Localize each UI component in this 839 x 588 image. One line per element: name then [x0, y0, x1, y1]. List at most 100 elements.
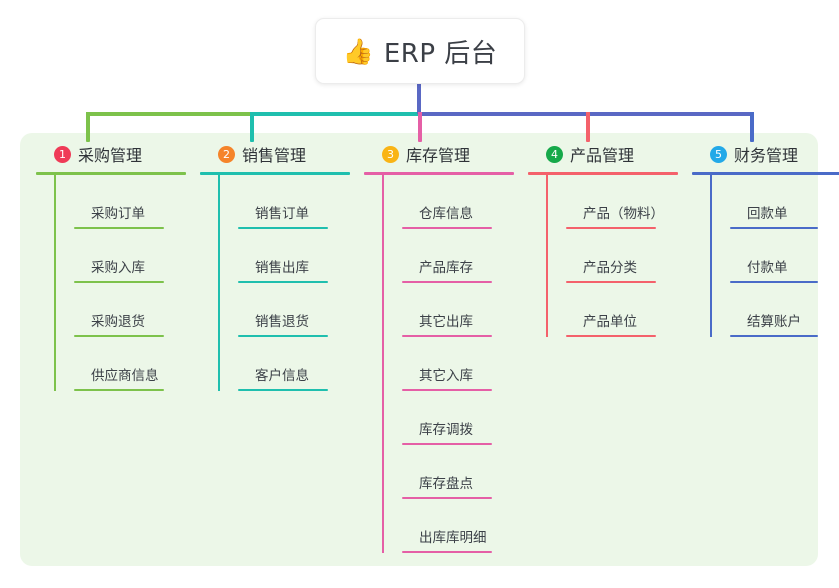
branch-item-label: 付款单 [747, 260, 788, 276]
branch-item-label: 采购入库 [91, 260, 145, 276]
connector-drop-5 [750, 112, 754, 142]
branch-item-underline [74, 389, 164, 391]
branch-item-list: 采购订单采购入库采购退货供应商信息 [36, 175, 186, 391]
root-node-erp-backend[interactable]: 👍 ERP 后台 [315, 18, 525, 84]
branch-number-badge: 1 [54, 145, 71, 163]
branch-item[interactable]: 结算账户 [712, 283, 839, 337]
branch-spine-line [710, 175, 712, 337]
branch-item[interactable]: 采购退货 [56, 283, 186, 337]
branch-item-label: 结算账户 [747, 314, 801, 330]
branch-item-label: 其它出库 [419, 314, 473, 330]
branch-item[interactable]: 产品（物料） [548, 175, 678, 229]
branch-item[interactable]: 其它入库 [384, 337, 514, 391]
branch-item-underline [74, 227, 164, 229]
connector-segment-2 [250, 112, 420, 116]
branch-item[interactable]: 供应商信息 [56, 337, 186, 391]
branch-number-badge: 2 [218, 145, 235, 163]
branch-item-list: 仓库信息产品库存其它出库其它入库库存调拨库存盘点出库库明细 [364, 175, 514, 553]
connector-segment-1 [86, 112, 252, 116]
branch-item-underline [402, 497, 492, 499]
branch-item[interactable]: 产品单位 [548, 283, 678, 337]
branch-header-underline [364, 172, 514, 175]
branch-spine-line [218, 175, 220, 391]
branch-header-underline [692, 172, 839, 175]
branch-header-销售管理[interactable]: 2 销售管理 [200, 142, 350, 166]
branch-item[interactable]: 销售订单 [220, 175, 350, 229]
branch-title: 财务管理 [734, 146, 799, 165]
branch-item-underline [402, 443, 492, 445]
branch-item-underline [402, 389, 492, 391]
root-node-title: ERP 后台 [383, 38, 498, 69]
branch-title: 库存管理 [406, 146, 471, 165]
branch-item-underline [566, 281, 656, 283]
branch-item-label: 其它入库 [419, 368, 473, 384]
branch-title: 采购管理 [78, 146, 143, 165]
branch-item-list: 产品（物料） 产品分类产品单位 [528, 175, 678, 337]
branch-item[interactable]: 付款单 [712, 229, 839, 283]
branch-column-库存管理: 3 库存管理仓库信息产品库存其它出库其它入库库存调拨库存盘点出库库明细 [364, 142, 514, 553]
branch-item-underline [238, 227, 328, 229]
branch-item-underline [74, 281, 164, 283]
branch-header-underline [528, 172, 678, 175]
thumbs-up-icon: 👍 [342, 36, 374, 66]
branch-item-label: 供应商信息 [91, 368, 159, 384]
branch-item-underline [238, 389, 328, 391]
branch-item-underline [730, 227, 818, 229]
branch-item-label: 销售退货 [255, 314, 309, 330]
branch-spine-line [382, 175, 384, 553]
branch-item-label: 采购订单 [91, 206, 145, 222]
branch-item-underline [730, 335, 818, 337]
connector-trunk-vertical [417, 84, 421, 114]
branch-item-label: 库存盘点 [419, 476, 473, 492]
branch-item-underline [74, 335, 164, 337]
branch-item-label: 客户信息 [255, 368, 309, 384]
branch-item[interactable]: 库存盘点 [384, 445, 514, 499]
branch-header-财务管理[interactable]: 5 财务管理 [692, 142, 839, 166]
branch-number-badge: 3 [382, 145, 399, 163]
branch-item-list: 销售订单销售出库销售退货客户信息 [200, 175, 350, 391]
branch-column-财务管理: 5 财务管理回款单付款单结算账户 [692, 142, 839, 337]
branch-item[interactable]: 销售出库 [220, 229, 350, 283]
branch-item-list: 回款单付款单结算账户 [692, 175, 839, 337]
branch-item-underline [238, 281, 328, 283]
branch-item-label: 采购退货 [91, 314, 145, 330]
branch-number-badge: 5 [710, 145, 727, 163]
branch-item-label: 产品（物料） [583, 206, 664, 222]
branch-item-label: 产品库存 [419, 260, 473, 276]
branch-item-label: 销售出库 [255, 260, 309, 276]
branch-item-underline [402, 551, 492, 553]
connector-drop-3 [418, 112, 422, 142]
branch-header-underline [36, 172, 186, 175]
branch-header-underline [200, 172, 350, 175]
branch-item[interactable]: 销售退货 [220, 283, 350, 337]
branch-header-采购管理[interactable]: 1 采购管理 [36, 142, 186, 166]
branch-header-库存管理[interactable]: 3 库存管理 [364, 142, 514, 166]
branch-item-underline [402, 281, 492, 283]
branch-item[interactable]: 回款单 [712, 175, 839, 229]
branch-item[interactable]: 仓库信息 [384, 175, 514, 229]
branch-item[interactable]: 库存调拨 [384, 391, 514, 445]
branch-item[interactable]: 出库库明细 [384, 499, 514, 553]
branch-item[interactable]: 采购入库 [56, 229, 186, 283]
branch-item[interactable]: 其它出库 [384, 283, 514, 337]
branch-title: 销售管理 [242, 146, 307, 165]
branch-spine-line [546, 175, 548, 337]
connector-drop-1 [86, 112, 90, 142]
branch-item[interactable]: 产品库存 [384, 229, 514, 283]
branch-column-销售管理: 2 销售管理销售订单销售出库销售退货客户信息 [200, 142, 350, 391]
branch-item-underline [402, 335, 492, 337]
branch-item[interactable]: 采购订单 [56, 175, 186, 229]
branch-item-label: 产品分类 [583, 260, 637, 276]
branch-item[interactable]: 客户信息 [220, 337, 350, 391]
branch-item-underline [402, 227, 492, 229]
branch-item-underline [238, 335, 328, 337]
branch-title: 产品管理 [570, 146, 635, 165]
branch-item-label: 出库库明细 [419, 530, 487, 546]
connector-drop-2 [250, 112, 254, 142]
branch-item[interactable]: 产品分类 [548, 229, 678, 283]
connector-drop-4 [586, 112, 590, 142]
branch-item-label: 销售订单 [255, 206, 309, 222]
branch-item-label: 回款单 [747, 206, 788, 222]
